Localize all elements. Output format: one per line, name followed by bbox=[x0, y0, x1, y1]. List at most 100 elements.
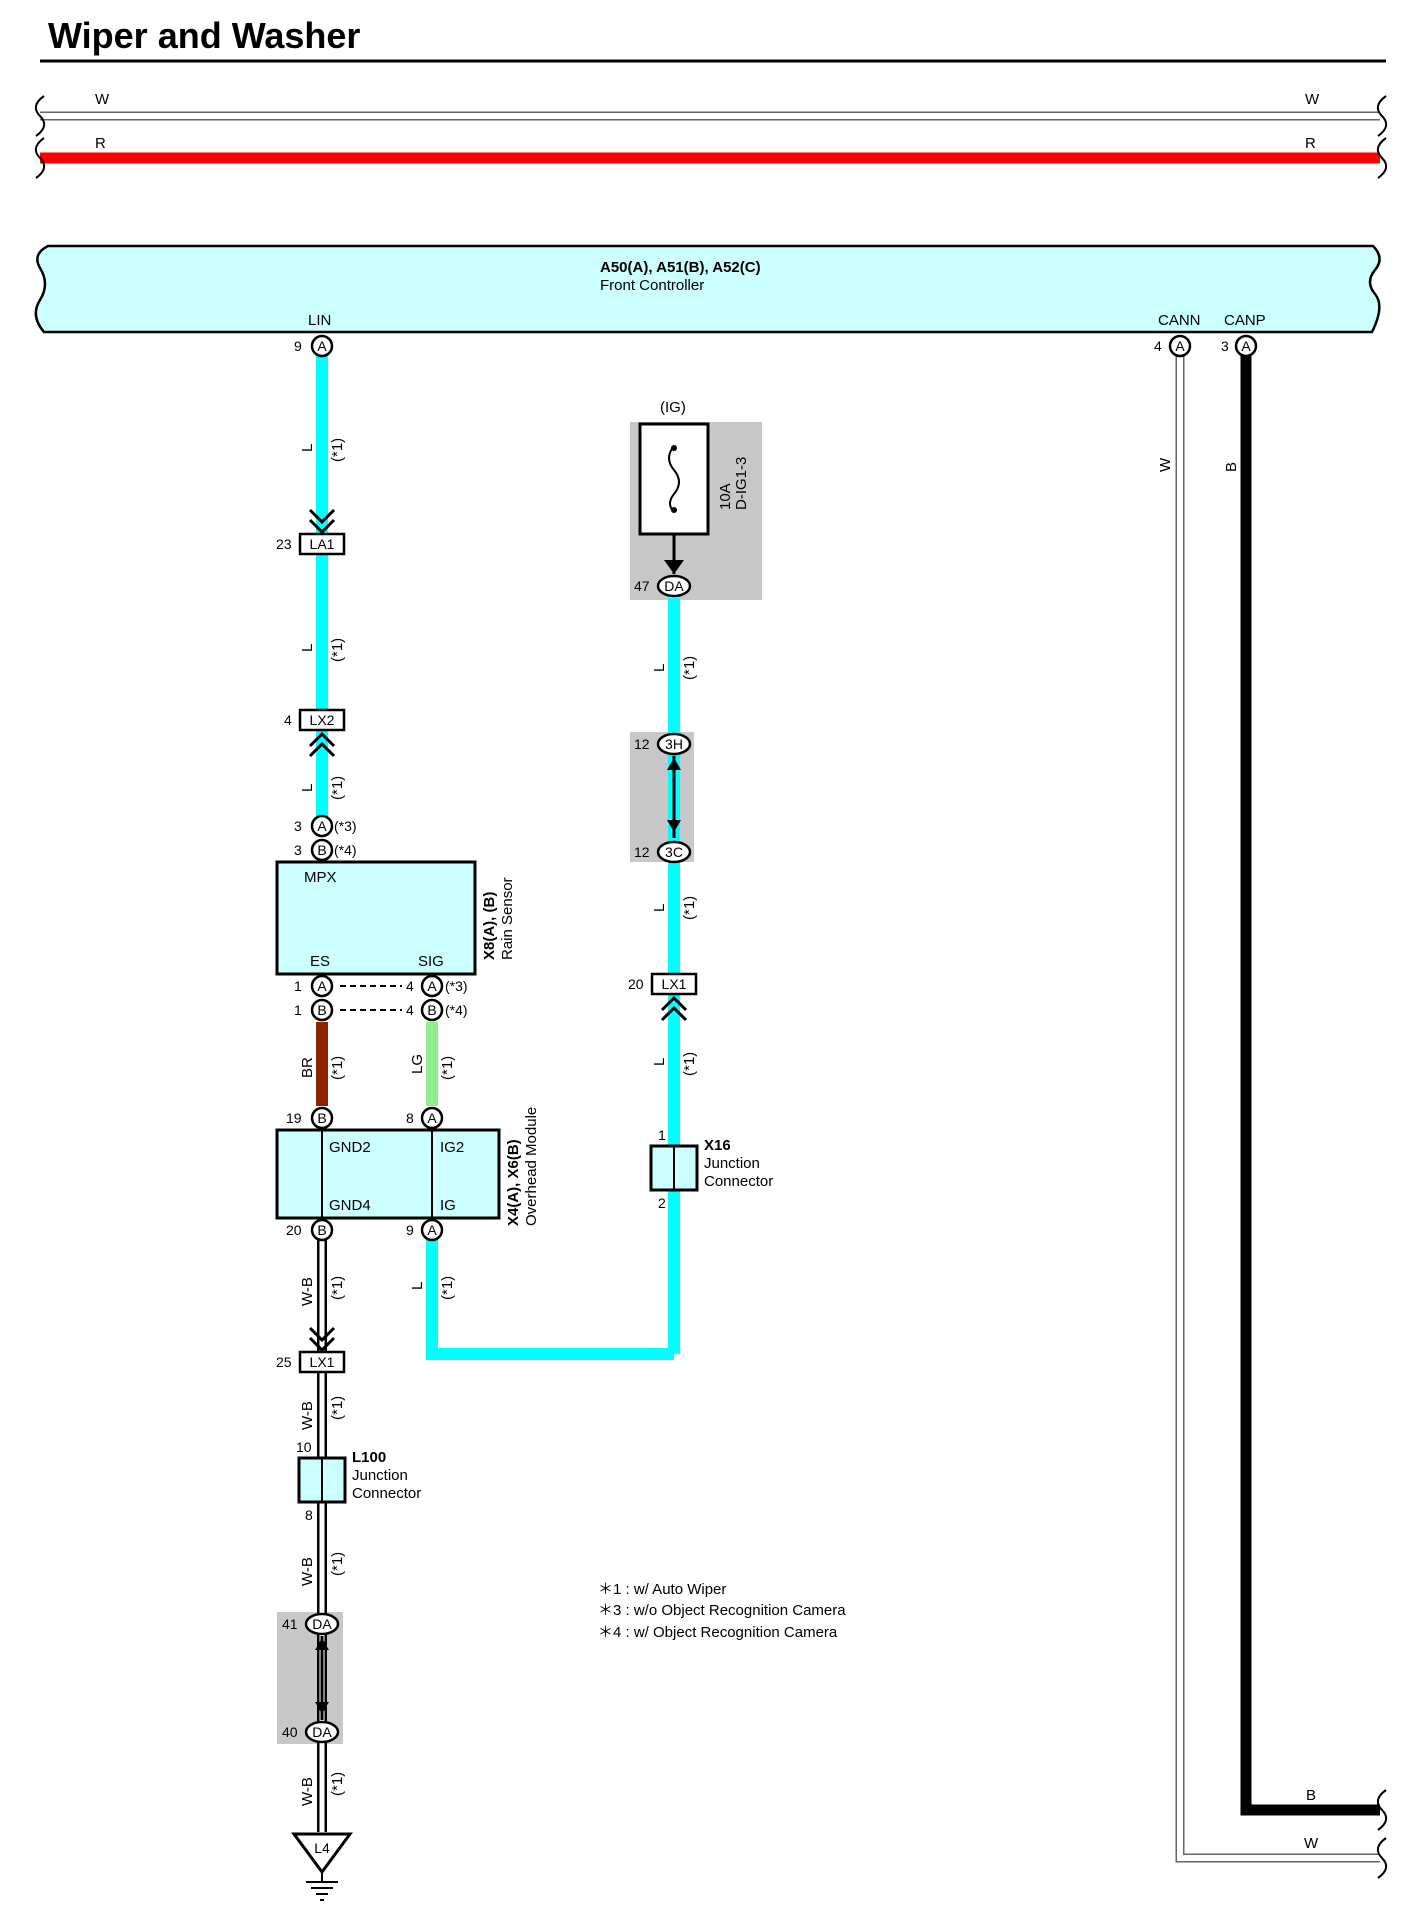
l100-code: L100 bbox=[352, 1449, 386, 1466]
rain-sensor-code: X8(A), (B) bbox=[481, 892, 498, 960]
bus-w-right-label: W bbox=[1305, 91, 1320, 108]
svg-text:3: 3 bbox=[294, 818, 302, 834]
connector-3c: 3C 12 bbox=[634, 820, 692, 864]
svg-text:LX2: LX2 bbox=[310, 712, 335, 728]
fuse-source: (IG) bbox=[660, 399, 686, 416]
svg-text:10: 10 bbox=[296, 1439, 312, 1455]
svg-text:MPX: MPX bbox=[304, 869, 337, 886]
wire-cann-color: W bbox=[1157, 457, 1174, 472]
svg-text:LX1: LX1 bbox=[310, 1354, 335, 1370]
svg-text:LX1: LX1 bbox=[662, 976, 687, 992]
wire-canp-color: B bbox=[1223, 462, 1240, 472]
pin-cann-num: 4 bbox=[1154, 338, 1162, 354]
bus-r-left-label: R bbox=[95, 135, 106, 152]
svg-text:A: A bbox=[1175, 338, 1185, 354]
wire-color-lg: LG bbox=[409, 1054, 426, 1074]
pin-canp: A 3 bbox=[1221, 334, 1258, 358]
rain-sensor-pin-sig-a: A 4 (*3) bbox=[406, 974, 468, 998]
svg-text:DA: DA bbox=[312, 1724, 332, 1740]
svg-text:3C: 3C bbox=[665, 844, 683, 860]
connector-da-40: DA 40 bbox=[282, 1702, 340, 1744]
svg-text:IG2: IG2 bbox=[440, 1139, 464, 1156]
connector-la1: LA1 23 bbox=[276, 508, 346, 556]
svg-text:A: A bbox=[317, 978, 327, 994]
svg-text:20: 20 bbox=[286, 1222, 302, 1238]
x16-line2: Connector bbox=[704, 1173, 773, 1190]
rain-sensor-pin-es-b: B 1 bbox=[294, 998, 334, 1022]
note-tag-12: (*1) bbox=[681, 896, 698, 920]
fuse-d-ig1-3: 10A D-IG1-3 bbox=[638, 422, 750, 536]
footnote-3: ＊3 : w/o Object Recognition Camera bbox=[598, 1602, 846, 1619]
note-tag-1: (*1) bbox=[329, 438, 346, 462]
fuse-rating: 10A bbox=[717, 483, 734, 510]
footnotes: ＊1 : w/ Auto Wiper ＊3 : w/o Object Recog… bbox=[598, 1581, 846, 1641]
svg-text:(*3): (*3) bbox=[445, 978, 468, 994]
ground-l4: L4 bbox=[291, 1832, 353, 1901]
fuse-name: D-IG1-3 bbox=[733, 457, 750, 510]
wire-cann-end-label: W bbox=[1304, 1835, 1319, 1852]
connector-3h: 3H 12 bbox=[634, 732, 692, 770]
svg-text:ES: ES bbox=[310, 953, 330, 970]
svg-text:LA1: LA1 bbox=[310, 536, 335, 552]
svg-text:12: 12 bbox=[634, 844, 650, 860]
svg-text:B: B bbox=[317, 1222, 326, 1238]
note-tag-4: (*1) bbox=[329, 1056, 346, 1080]
svg-text:IG: IG bbox=[440, 1197, 456, 1214]
overhead-pin-8: A 8 bbox=[406, 1106, 444, 1130]
svg-text:A: A bbox=[427, 1222, 437, 1238]
wire-cann bbox=[1175, 356, 1380, 1863]
svg-text:B: B bbox=[317, 1110, 326, 1126]
pin-lin: A 9 bbox=[294, 334, 334, 358]
note-tag-3: (*1) bbox=[329, 776, 346, 800]
junction-x16: 1 2 X16 Junction Connector bbox=[649, 1127, 773, 1211]
svg-text:1: 1 bbox=[294, 1002, 302, 1018]
joint-da-shade bbox=[277, 1612, 343, 1744]
wire-color-l-3: L bbox=[299, 784, 316, 792]
overhead-module: GND2 GND4 IG2 IG X4(A), X6(B) Overhead M… bbox=[275, 1107, 540, 1226]
wire-canp-break bbox=[1376, 1789, 1388, 1831]
rain-sensor-pin-top-b: B 3 (*4) bbox=[294, 838, 357, 862]
svg-text:1: 1 bbox=[658, 1127, 666, 1143]
bus-w: W W bbox=[34, 91, 1388, 137]
wire-ig-to-x16 bbox=[426, 1232, 674, 1360]
svg-text:41: 41 bbox=[282, 1616, 298, 1632]
svg-text:GND4: GND4 bbox=[329, 1197, 371, 1214]
svg-text:3H: 3H bbox=[665, 736, 683, 752]
wire-color-l-1: L bbox=[299, 444, 316, 452]
wire-color-wb-3: W-B bbox=[299, 1557, 316, 1586]
x16-line1: Junction bbox=[704, 1155, 760, 1172]
overhead-pin-19: B 19 bbox=[286, 1106, 334, 1130]
wire-color-wb-4: W-B bbox=[299, 1777, 316, 1806]
connector-da-47-num: 47 bbox=[634, 578, 650, 594]
pin-lin-label: LIN bbox=[308, 312, 331, 329]
wire-canp-end-label: B bbox=[1306, 1787, 1316, 1804]
svg-text:4: 4 bbox=[406, 978, 414, 994]
x16-code: X16 bbox=[704, 1137, 731, 1154]
wire-color-l-5: L bbox=[651, 664, 668, 672]
connector-lx1-right: LX1 20 bbox=[628, 972, 698, 1022]
svg-text:SIG: SIG bbox=[418, 953, 444, 970]
svg-text:B: B bbox=[427, 1002, 436, 1018]
svg-text:8: 8 bbox=[305, 1507, 313, 1523]
connector-lx1-left: LX1 25 bbox=[276, 1326, 346, 1374]
front-controller-name: Front Controller bbox=[600, 277, 704, 294]
wire-canp bbox=[1240, 356, 1380, 1816]
connector-lx2-num: 4 bbox=[284, 712, 292, 728]
rain-sensor-pin-es-a: A 1 bbox=[294, 974, 334, 998]
rain-sensor-pin-top-a: A 3 (*3) bbox=[294, 814, 357, 838]
svg-text:12: 12 bbox=[634, 736, 650, 752]
note-tag-5: (*1) bbox=[439, 1056, 456, 1080]
connector-lx1-right-num: 20 bbox=[628, 976, 644, 992]
svg-text:B: B bbox=[317, 842, 326, 858]
svg-text:A: A bbox=[317, 338, 327, 354]
wire-color-l-6: L bbox=[651, 904, 668, 912]
note-tag-13: (*1) bbox=[681, 1052, 698, 1076]
pin-cann: A 4 bbox=[1154, 334, 1192, 358]
note-tag-7: (*1) bbox=[439, 1276, 456, 1300]
svg-text:3: 3 bbox=[294, 842, 302, 858]
junction-l100: 10 8 L100 Junction Connector bbox=[296, 1439, 421, 1523]
note-tag-9: (*1) bbox=[329, 1552, 346, 1576]
footnote-1: ＊1 : w/ Auto Wiper bbox=[598, 1581, 726, 1598]
note-tag-10: (*1) bbox=[329, 1772, 346, 1796]
